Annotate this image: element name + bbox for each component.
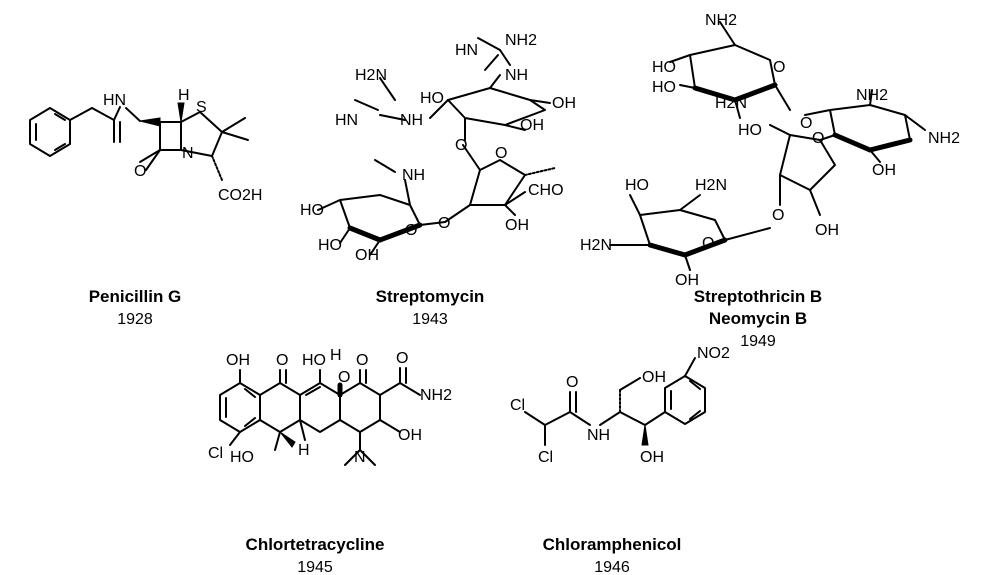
chloramphenicol-cl-top-label: Cl (510, 397, 525, 414)
ctc-cl-label: Cl (208, 445, 223, 462)
neomycin-ho-ribose-label: HO (738, 122, 762, 139)
chloramphenicol-nh-label: NH (587, 427, 610, 444)
streptomycin-hn-left-label: HN (335, 112, 358, 129)
streptomycin-o-link2-label: O (438, 215, 450, 232)
streptomycin-ho-bottom-label: HO (318, 237, 342, 254)
neomycin-o-ribose-label: O (812, 130, 824, 147)
neomycin-b-structure (609, 21, 926, 271)
neomycin-nh2-top-label: NH2 (705, 12, 737, 29)
chlortetracycline-structure (219, 367, 421, 466)
streptomycin-o-link-label: O (455, 137, 467, 154)
chloramphenicol-name: Chloramphenicol (543, 535, 682, 554)
neomycin-oh-ribose-label: OH (815, 222, 839, 239)
penicillin-h-label: H (178, 87, 190, 104)
streptomycin-nh-left-label: NH (400, 112, 423, 129)
penicillin-g-structure (29, 102, 249, 181)
ctc-nh2-label: NH2 (420, 387, 452, 404)
streptomycin-nh2-top-label: NH2 (505, 32, 537, 49)
streptomycin-ho-left-label: HO (300, 202, 324, 219)
ctc-n-label: N (354, 449, 366, 466)
neomycin-b-name: Neomycin B (709, 309, 807, 328)
neomycin-ho-bottom-label: HO (625, 177, 649, 194)
ctc-h-top-label: H (330, 347, 342, 364)
streptothricin-b-name: Streptothricin B (694, 287, 822, 306)
neomycin-oh-right-label: OH (872, 162, 896, 179)
ctc-oh-phenol-label: OH (226, 352, 250, 369)
neomycin-o-link1-label: O (800, 115, 812, 132)
streptomycin-oh-bottom-label: OH (355, 247, 379, 264)
streptomycin-name: Streptomycin (376, 287, 485, 306)
ctc-ho-enol-label: HO (302, 352, 326, 369)
streptomycin-hn-top-label: HN (455, 42, 478, 59)
streptomycin-nh-methyl-label: NH (402, 167, 425, 184)
neomycin-ho-top1-label: HO (652, 59, 676, 76)
ctc-o-quat-label: O (338, 369, 350, 386)
neomycin-h2n-left-label: H2N (580, 237, 612, 254)
ctc-o2-label: O (356, 352, 368, 369)
penicillin-s-label: S (196, 99, 207, 116)
neomycin-nh2-right1-label: NH2 (856, 87, 888, 104)
neomycin-b-year: 1949 (740, 333, 776, 350)
neomycin-o-link2-label: O (772, 207, 784, 224)
neomycin-nh2-right2-label: NH2 (928, 130, 960, 147)
neomycin-ho-top2-label: HO (652, 79, 676, 96)
streptomycin-structure (317, 37, 556, 256)
penicillin-co2h-label: CO2H (218, 187, 262, 204)
chloramphenicol-o-label: O (566, 374, 578, 391)
penicillin-o-label: O (134, 163, 146, 180)
neomycin-h2n-bottom-label: H2N (695, 177, 727, 194)
penicillin-g-year: 1928 (117, 311, 153, 328)
streptomycin-h2n-label: H2N (355, 67, 387, 84)
ctc-o-amide-label: O (396, 350, 408, 367)
chloramphenicol-year: 1946 (594, 559, 630, 575)
streptomycin-cho-label: CHO (528, 182, 564, 199)
streptomycin-o-furan-label: O (495, 145, 507, 162)
streptomycin-nh-top-label: NH (505, 67, 528, 84)
penicillin-n-label: N (182, 145, 194, 162)
streptomycin-oh-mid-label: OH (520, 117, 544, 134)
chlortetracycline-name: Chlortetracycline (246, 535, 385, 554)
chlortetracycline-year: 1945 (297, 559, 333, 575)
ctc-h-bottom-label: H (298, 442, 310, 459)
neomycin-oh-bottom-label: OH (675, 272, 699, 289)
streptomycin-year: 1943 (412, 311, 448, 328)
chloramphenicol-oh-top-label: OH (642, 369, 666, 386)
ctc-ho-bottom-label: HO (230, 449, 254, 466)
chloramphenicol-cl-bottom-label: Cl (538, 449, 553, 466)
ctc-oh-right-label: OH (398, 427, 422, 444)
ctc-o1-label: O (276, 352, 288, 369)
chloramphenicol-oh-bottom-label: OH (640, 449, 664, 466)
chloramphenicol-no2-label: NO2 (697, 345, 730, 362)
streptomycin-o-ring-label: O (405, 222, 417, 239)
penicillin-g-name: Penicillin G (89, 287, 182, 306)
streptomycin-oh-furan-label: OH (505, 217, 529, 234)
streptomycin-ho-ring-label: HO (420, 90, 444, 107)
neomycin-h2n-top-label: H2N (715, 95, 747, 112)
neomycin-o-bottom-label: O (702, 235, 714, 252)
penicillin-nh-label: HN (103, 92, 126, 109)
streptomycin-oh-right-label: OH (552, 95, 576, 112)
neomycin-o-top-label: O (773, 59, 785, 76)
chloramphenicol-structure (524, 357, 706, 446)
